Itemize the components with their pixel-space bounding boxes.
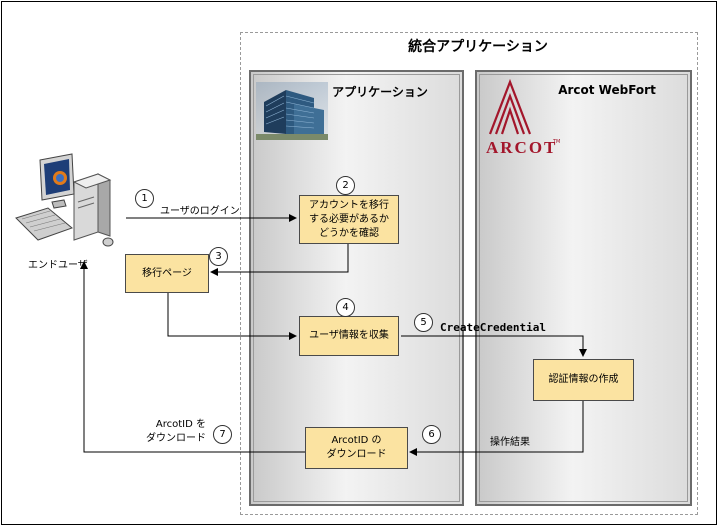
create-credential-box: 認証情報の作成 xyxy=(533,359,634,401)
arcotid-download-box: ArcotID の ダウンロード xyxy=(305,427,408,469)
webfort-lane-title: Arcot WebFort xyxy=(558,83,656,97)
step-1-marker: 1 xyxy=(135,189,154,208)
arcot-logo-text: ARCOT xyxy=(486,138,558,157)
arcot-logo-icon xyxy=(488,78,532,135)
arcot-logo-tm: TM xyxy=(553,139,561,145)
application-lane-title: アプリケーション xyxy=(332,85,428,99)
office-building-icon xyxy=(256,82,328,140)
step-4-marker: 4 xyxy=(336,298,355,317)
operation-result-label: 操作結果 xyxy=(490,437,530,448)
end-user-label: エンドユーザ xyxy=(28,260,88,271)
arcotid-download-label: ArcotID を ダウンロード xyxy=(146,419,206,444)
webfort-lane xyxy=(475,70,692,506)
step-6-marker: 6 xyxy=(422,425,441,444)
computer-icon xyxy=(15,153,114,247)
migration-page-box: 移行ページ xyxy=(125,254,209,293)
check-migration-box: アカウントを移行 する必要があるか どうかを確認 xyxy=(299,195,399,244)
step-7-marker: 7 xyxy=(213,425,232,444)
collect-user-info-box: ユーザ情報を収集 xyxy=(299,316,399,356)
create-credential-call-label: CreateCredential xyxy=(440,321,546,334)
step-2-marker: 2 xyxy=(336,176,355,195)
integrated-application-title: 統合アプリケーション xyxy=(408,39,548,55)
integrated-application-region xyxy=(240,32,698,515)
step-3-marker: 3 xyxy=(209,247,228,266)
login-label: ユーザのログイン xyxy=(160,206,240,217)
step-5-marker: 5 xyxy=(414,313,433,332)
